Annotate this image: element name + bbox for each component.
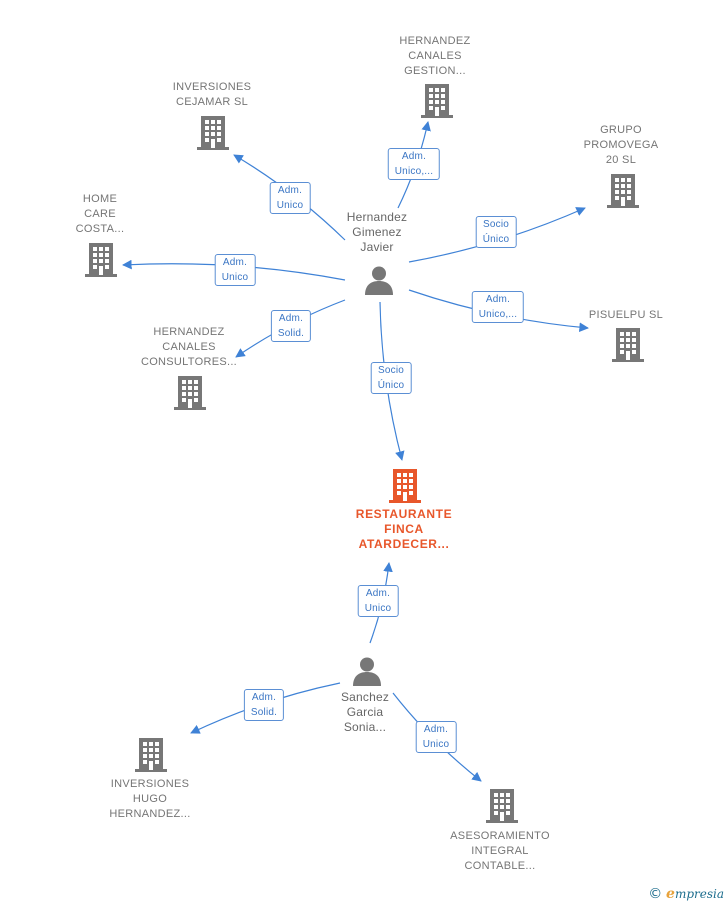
node-label-hernandez-canales-consultores[interactable]: HERNANDEZ CANALES CONSULTORES... xyxy=(140,326,238,368)
building-icon[interactable] xyxy=(197,116,229,150)
edge-label-home-care-costa[interactable]: Adm. Unico xyxy=(214,254,256,286)
node-label-hernandez-gimenez[interactable]: Hernandez Gimenez Javier xyxy=(346,210,408,254)
building-icon[interactable] xyxy=(607,174,639,208)
edge-label-inversiones-hugo[interactable]: Adm. Solid. xyxy=(243,689,285,721)
node-label-inversiones-hugo[interactable]: INVERSIONES HUGO HERNANDEZ... xyxy=(109,778,191,820)
brand-watermark: © empresia xyxy=(648,886,724,902)
node-label-sanchez-garcia[interactable]: Sanchez Garcia Sonia... xyxy=(340,690,390,734)
building-icon[interactable] xyxy=(389,469,421,503)
building-icon[interactable] xyxy=(174,376,206,410)
edge-label-inversiones-cejamar[interactable]: Adm. Unico xyxy=(269,182,311,214)
edge-label-restaurante-finca[interactable]: Socio Único xyxy=(370,362,412,394)
edge-label-hernandez-canales-consultores[interactable]: Adm. Solid. xyxy=(270,310,312,342)
edge-label-pisuelpu[interactable]: Adm. Unico,... xyxy=(471,291,525,323)
brand-initial: e xyxy=(666,886,675,902)
node-label-asesoramiento-integral[interactable]: ASESORAMIENTO INTEGRAL CONTABLE... xyxy=(450,830,550,872)
node-label-pisuelpu[interactable]: PISUELPU SL xyxy=(588,309,664,321)
building-icon[interactable] xyxy=(486,789,518,823)
person-icon[interactable] xyxy=(365,266,393,296)
node-label-hernandez-canales-gestion[interactable]: HERNANDEZ CANALES GESTION... xyxy=(399,35,471,77)
node-label-grupo-promovega[interactable]: GRUPO PROMOVEGA 20 SL xyxy=(583,124,659,166)
edge-label-asesoramiento-integral[interactable]: Adm. Unico xyxy=(415,721,457,753)
node-label-restaurante-finca[interactable]: RESTAURANTE FINCA ATARDECER... xyxy=(355,507,453,551)
building-icon[interactable] xyxy=(85,243,117,277)
brand-name: mpresia xyxy=(674,887,724,901)
person-icon[interactable] xyxy=(353,657,381,687)
edge-label-hernandez-canales-gestion[interactable]: Adm. Unico,... xyxy=(387,148,441,180)
edge-label-restaurante-finca[interactable]: Adm. Unico xyxy=(357,585,399,617)
building-icon[interactable] xyxy=(135,738,167,772)
copyright-symbol: © xyxy=(648,886,663,902)
building-icon[interactable] xyxy=(612,328,644,362)
building-icon[interactable] xyxy=(421,84,453,118)
node-label-home-care-costa[interactable]: HOME CARE COSTA... xyxy=(75,193,125,235)
node-label-inversiones-cejamar[interactable]: INVERSIONES CEJAMAR SL xyxy=(172,81,252,108)
edge-label-grupo-promovega[interactable]: Socio Único xyxy=(475,216,517,248)
